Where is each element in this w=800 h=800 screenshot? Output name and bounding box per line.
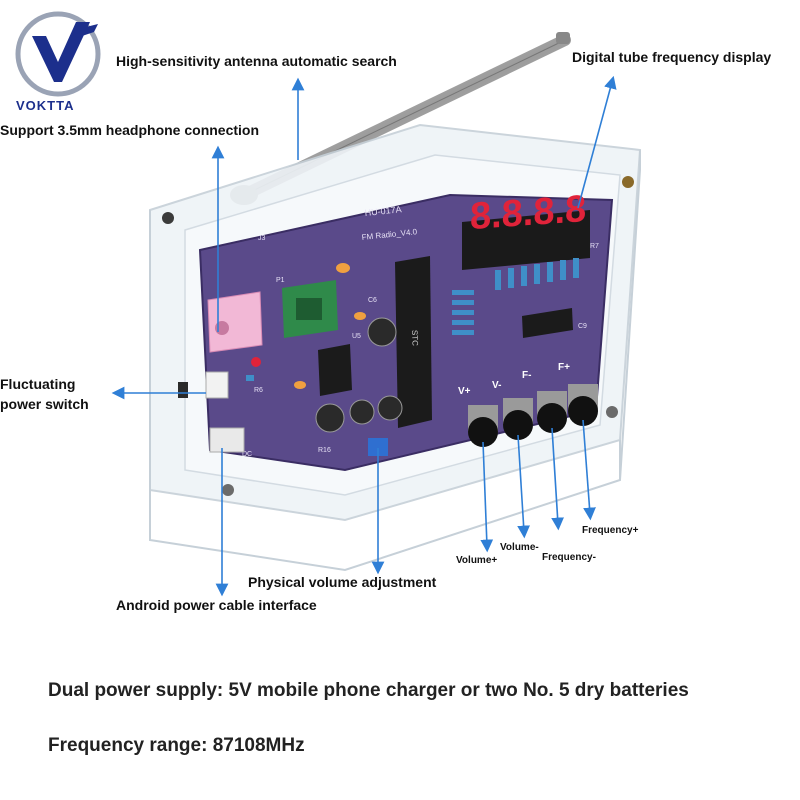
chip-j3-label: C9 xyxy=(578,323,587,330)
label-frequency-plus: Frequency+ xyxy=(582,525,639,536)
button-frequency-up xyxy=(568,384,598,426)
label-power-switch-line2: power switch xyxy=(0,396,89,412)
button-volume-up xyxy=(468,405,498,447)
label-volume-minus: Volume- xyxy=(500,542,539,553)
digital-tube-display: 8.8.8.8 xyxy=(462,188,590,270)
silkscreen-labels: P1 R6 R16 DC R7 C6 U5 J3 xyxy=(242,235,599,458)
silk-dc: DC xyxy=(242,451,252,458)
side-components xyxy=(178,357,388,456)
arrow-frequency-minus xyxy=(551,427,564,531)
label-power-switch-line1: Fluctuating xyxy=(0,376,76,392)
spec-frequency-range: Frequency range: 87108MHz xyxy=(48,735,305,756)
volume-pot xyxy=(368,438,388,456)
control-buttons: V+ V- F- F+ xyxy=(458,362,598,447)
arrow-volume-minus xyxy=(517,434,530,539)
callout-arrows xyxy=(111,75,617,597)
silk-r6: R6 xyxy=(254,387,263,394)
arrow-frequency-plus xyxy=(582,419,596,521)
label-volume-knob: Physical volume adjustment xyxy=(248,574,437,590)
pcb-label-fplus: F+ xyxy=(558,362,570,373)
label-volume-plus: Volume+ xyxy=(456,555,498,566)
button-volume-down xyxy=(503,398,533,440)
capacitors xyxy=(294,263,403,433)
pcb-label-vminus: V- xyxy=(492,380,501,391)
label-frequency-minus: Frequency- xyxy=(542,552,596,563)
brand-name: VOKTTA xyxy=(16,98,75,113)
silk-c9: C6 xyxy=(368,297,377,304)
board-model: HU-017A xyxy=(364,204,402,218)
silk-r7: R7 xyxy=(590,243,599,250)
silk-r16: R16 xyxy=(318,447,331,454)
pcb-label-fminus: F- xyxy=(522,370,531,381)
voktta-logo-icon xyxy=(15,11,101,97)
silk-p1: P1 xyxy=(276,277,285,284)
label-headphone: Support 3.5mm headphone connection xyxy=(0,122,260,138)
silk-c6: U5 xyxy=(352,333,361,340)
resistor-row xyxy=(452,258,579,335)
label-power-switch: Fluctuating power switch xyxy=(0,374,89,414)
brand-logo xyxy=(14,10,106,98)
label-display: Digital tube frequency display xyxy=(572,49,772,65)
spec-power-supply: Dual power supply: 5V mobile phone charg… xyxy=(48,680,689,701)
chip-label: STC xyxy=(410,330,420,347)
pcb-label-vplus: V+ xyxy=(458,386,471,397)
label-android: Android power cable interface xyxy=(116,597,317,613)
button-frequency-down xyxy=(537,391,567,433)
display-digits: 8.8.8.8 xyxy=(470,188,586,238)
silk-u5: J3 xyxy=(258,235,266,242)
headphone-jack xyxy=(207,291,263,353)
ic-chips: STC C9 xyxy=(318,256,587,428)
label-antenna: High-sensitivity antenna automatic searc… xyxy=(116,53,397,69)
arrow-volume-plus xyxy=(480,441,494,553)
fm-module xyxy=(282,280,338,338)
arrow-display xyxy=(577,75,617,209)
